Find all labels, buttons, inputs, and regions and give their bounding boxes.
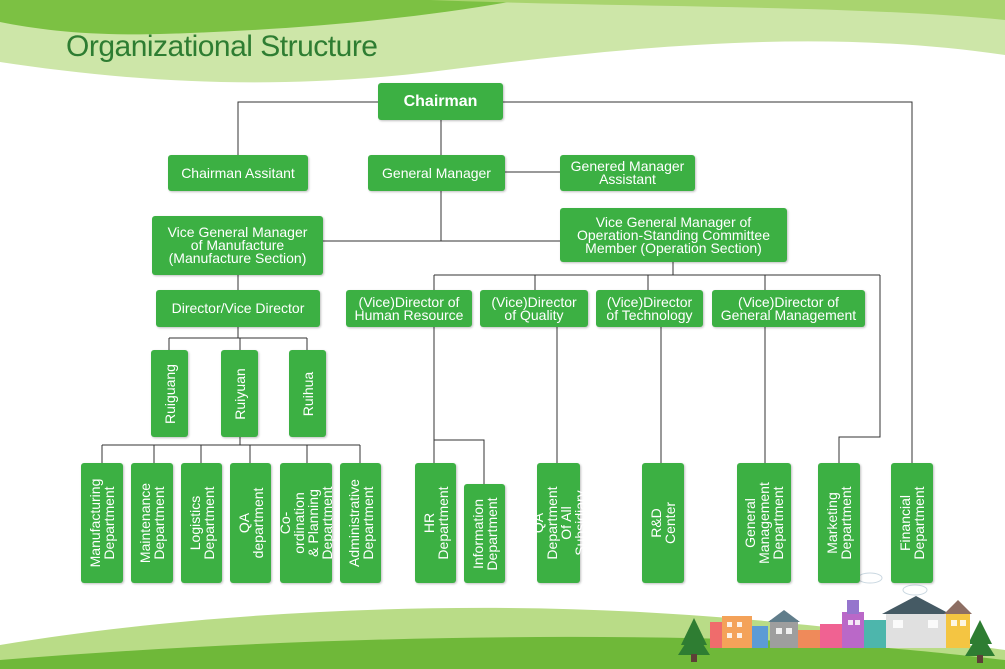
director-quality-box: (Vice)Director of Quality [480, 290, 588, 327]
plant-label: Ruihua [299, 371, 316, 416]
department-label: QA department [235, 487, 266, 559]
chairman-box: Chairman [378, 83, 503, 120]
dept-maintenance: Maintenance Department [131, 463, 173, 583]
plant-ruihua-box: Ruihua [289, 350, 326, 437]
dept-information: Information Department [464, 484, 505, 583]
dept-administrative: Administrative Department [340, 463, 381, 583]
dept-rd-center: R&D Center [642, 463, 684, 583]
department-label: Information Department [469, 496, 500, 571]
cloud-icon [857, 572, 928, 596]
dept-marketing: Marketing Department [818, 463, 860, 583]
dept-logistics: Logistics Department [181, 463, 222, 583]
plant-label: Ruiguang [161, 363, 178, 424]
dept-general-management: General Management Department [737, 463, 791, 583]
department-label: General Management Department [742, 482, 786, 564]
dept-coordination-planning: Co-ordination & Planning Department [277, 463, 335, 583]
department-label: Administrative Department [345, 479, 376, 567]
department-label: Co-ordination & Planning Department [277, 486, 335, 560]
tree-icon [678, 618, 710, 662]
gm-assistant-box: Genered Manager Assistant [560, 155, 695, 191]
chairman-assistant-box: Chairman Assitant [168, 155, 308, 191]
director-general-management-box: (Vice)Director of General Management [712, 290, 865, 327]
vgm-manufacture-box: Vice General Manager of Manufacture (Man… [152, 216, 323, 275]
director-technology-box: (Vice)Director of Technology [596, 290, 703, 327]
dept-qa-all-subsidiary: QA Department Of All Subsidiary [530, 463, 588, 583]
dept-financial: Financial Department [891, 463, 933, 583]
department-label: R&D Center [648, 501, 678, 545]
tree-icon [965, 620, 995, 663]
department-label: HR Department [420, 486, 451, 560]
plant-ruiguang-box: Ruiguang [151, 350, 188, 437]
department-label: QA Department Of All Subsidiary [529, 486, 588, 560]
dept-qa: QA department [230, 463, 271, 583]
plant-ruiyuan-box: Ruiyuan [221, 350, 258, 437]
director-vice-director-box: Director/Vice Director [156, 290, 320, 327]
department-label: Maintenance Department [137, 482, 167, 564]
general-manager-box: General Manager [368, 155, 505, 191]
houses-icon [710, 596, 972, 648]
page-title: Organizational Structure [66, 30, 378, 63]
director-hr-box: (Vice)Director of Human Resource [346, 290, 472, 327]
department-label: Logistics Department [186, 486, 217, 560]
department-label: Financial Department [897, 486, 927, 560]
dept-hr: HR Department [415, 463, 456, 583]
department-label: Manufacturing Department [87, 478, 117, 568]
plant-label: Ruiyuan [231, 367, 248, 420]
vgm-operation-box: Vice General Manager of Operation-Standi… [560, 208, 787, 262]
dept-manufacturing: Manufacturing Department [81, 463, 123, 583]
department-label: Marketing Department [824, 486, 854, 560]
